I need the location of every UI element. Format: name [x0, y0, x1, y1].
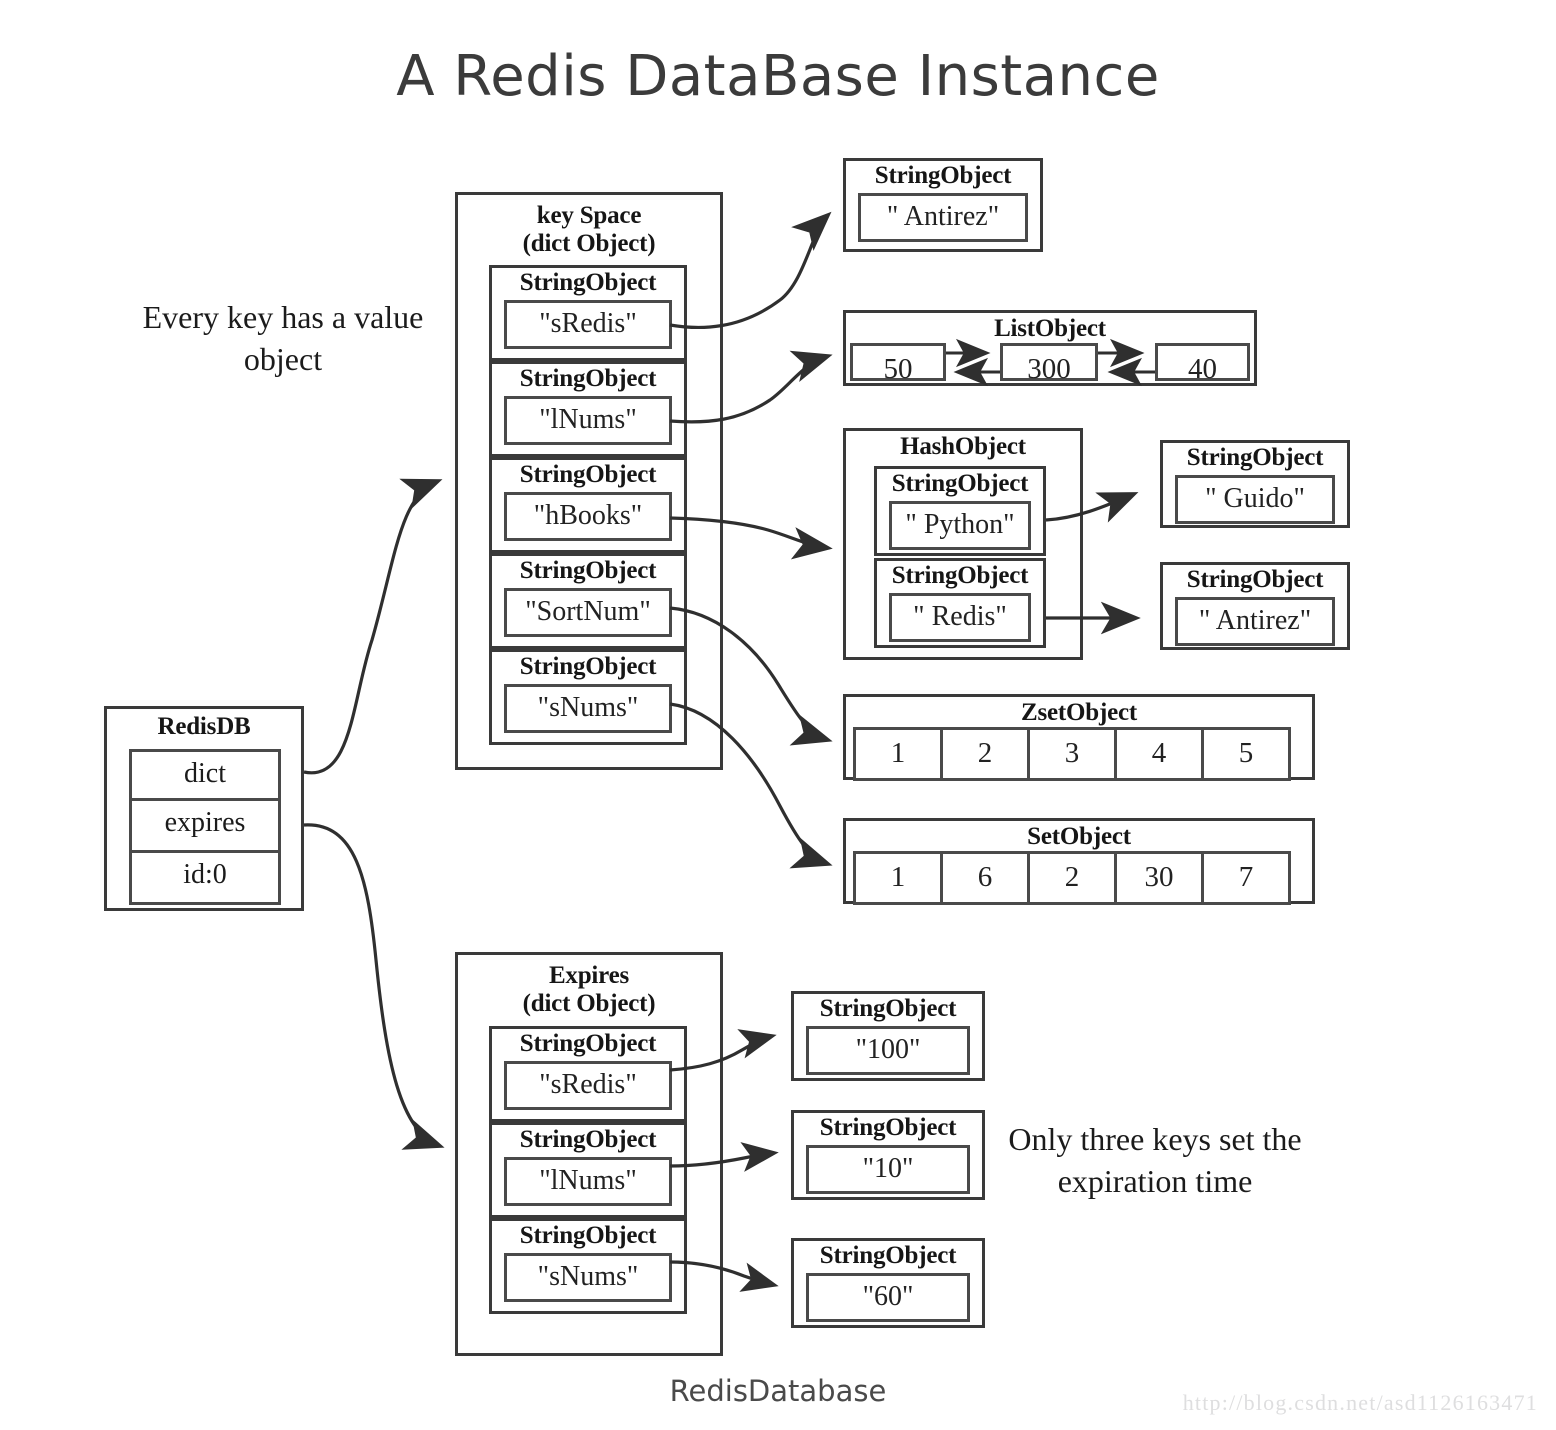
expires-entry-snums-value: "sNums": [504, 1252, 672, 1303]
keyspace-entry-hbooks-type: StringObject: [519, 461, 657, 488]
keyspace-entry-hbooks: StringObject "hBooks": [489, 457, 687, 553]
list-node-2: 40: [1155, 343, 1250, 385]
keyspace-entry-lnums: StringObject "lNums": [489, 361, 687, 457]
list-node-0: 50: [850, 343, 946, 385]
set-cell-0: 1: [853, 851, 943, 906]
keyspace-entry-snums-type: StringObject: [519, 653, 657, 680]
hash-field-redis-value: " Redis": [889, 592, 1031, 643]
expires-title-line1: Expires: [548, 962, 630, 989]
zset-cell-1: 2: [940, 727, 1030, 782]
expires-entry-snums: StringObject "sNums": [489, 1218, 687, 1314]
zset-cell-0: 1: [853, 727, 943, 782]
redisdb-row-dict: dict: [129, 749, 281, 801]
zset-cell-3: 4: [1114, 727, 1204, 782]
keyspace-title: key Space (dict Object): [458, 195, 720, 258]
keyspace-entry-sredis: StringObject "sRedis": [489, 265, 687, 361]
watermark-url: http://blog.csdn.net/asd1126163471: [1182, 1390, 1538, 1415]
redisdb-row-expires-label: expires: [164, 807, 246, 838]
value-string-antirez-value: " Antirez": [858, 192, 1028, 243]
expires-value-10-value: "10": [806, 1144, 970, 1195]
keyspace-title-line1: key Space: [536, 202, 642, 229]
value-string-antirez-type: StringObject: [874, 162, 1012, 189]
keyspace-entry-sredis-type: StringObject: [519, 269, 657, 296]
redisdb-row-expires: expires: [129, 801, 281, 853]
note-every-key-has-value: Every key has a value object: [142, 299, 424, 378]
expires-value-10: StringObject "10": [791, 1110, 985, 1200]
redisdb-rows: dict expires id:0: [129, 749, 281, 905]
expires-entry-lnums-type: StringObject: [519, 1126, 657, 1153]
expires-title: Expires (dict Object): [458, 955, 720, 1018]
hash-value-antirez-type: StringObject: [1186, 566, 1324, 593]
hash-field-python-type: StringObject: [891, 470, 1029, 497]
expires-value-100: StringObject "100": [791, 991, 985, 1081]
hash-object-title: HashObject: [900, 433, 1026, 460]
expires-value-100-value: "100": [806, 1025, 970, 1076]
keyspace-entry-sredis-value: "sRedis": [504, 299, 672, 350]
keyspace-entry-lnums-type: StringObject: [519, 365, 657, 392]
expires-value-60: StringObject "60": [791, 1238, 985, 1328]
expires-title-line2: (dict Object): [522, 990, 656, 1017]
hash-field-redis: StringObject " Redis": [874, 558, 1046, 648]
set-object-title: SetObject: [1027, 823, 1131, 850]
keyspace-entry-snums-value: "sNums": [504, 683, 672, 734]
zset-cells: 1 2 3 4 5: [853, 727, 1291, 782]
keyspace-entry-snums: StringObject "sNums": [489, 649, 687, 745]
hash-value-guido-value: " Guido": [1175, 474, 1335, 525]
set-cell-1: 6: [940, 851, 1030, 906]
keyspace-entry-sortnum-value: "SortNum": [504, 587, 672, 638]
hash-value-guido-type: StringObject: [1186, 444, 1324, 471]
list-node-1: 300: [1000, 343, 1098, 385]
set-cell-3: 30: [1114, 851, 1204, 906]
expires-entry-lnums: StringObject "lNums": [489, 1122, 687, 1218]
expires-entry-sredis-type: StringObject: [519, 1030, 657, 1057]
hash-value-guido: StringObject " Guido": [1160, 440, 1350, 528]
hash-value-antirez-value: " Antirez": [1175, 596, 1335, 647]
figure-caption: RedisDatabase: [669, 1374, 887, 1408]
hash-field-python-value: " Python": [889, 500, 1031, 551]
redisdb-row-id: id:0: [129, 853, 281, 905]
expires-entry-sredis-value: "sRedis": [504, 1060, 672, 1111]
expires-value-60-type: StringObject: [819, 1242, 957, 1269]
expires-entry-sredis: StringObject "sRedis": [489, 1026, 687, 1122]
note-expiration: Only three keys set the expiration time: [1008, 1121, 1302, 1200]
keyspace-title-line2: (dict Object): [522, 230, 656, 257]
expires-value-100-type: StringObject: [819, 995, 957, 1022]
redisdb-box: RedisDB dict expires id:0: [104, 706, 304, 911]
set-cells: 1 6 2 30 7: [853, 851, 1291, 906]
expires-entry-snums-type: StringObject: [519, 1222, 657, 1249]
keyspace-entry-sortnum-type: StringObject: [519, 557, 657, 584]
expires-value-60-value: "60": [806, 1272, 970, 1323]
page-title: A Redis DataBase Instance: [396, 44, 1160, 109]
redisdb-title: RedisDB: [157, 713, 251, 740]
hash-field-python: StringObject " Python": [874, 466, 1046, 556]
redisdb-row-id-label: id:0: [183, 859, 227, 890]
keyspace-entry-hbooks-value: "hBooks": [504, 491, 672, 542]
keyspace-entry-lnums-value: "lNums": [504, 395, 672, 446]
expires-entry-lnums-value: "lNums": [504, 1156, 672, 1207]
redisdb-row-dict-label: dict: [184, 758, 226, 789]
set-cell-4: 7: [1201, 851, 1291, 906]
hash-value-antirez: StringObject " Antirez": [1160, 562, 1350, 650]
zset-object-title: ZsetObject: [1020, 699, 1138, 726]
zset-cell-2: 3: [1027, 727, 1117, 782]
zset-cell-4: 5: [1201, 727, 1291, 782]
list-object-title: ListObject: [994, 315, 1106, 342]
keyspace-entry-sortnum: StringObject "SortNum": [489, 553, 687, 649]
hash-field-redis-type: StringObject: [891, 562, 1029, 589]
set-cell-2: 2: [1027, 851, 1117, 906]
value-string-antirez: StringObject " Antirez": [843, 158, 1043, 252]
expires-value-10-type: StringObject: [819, 1114, 957, 1141]
